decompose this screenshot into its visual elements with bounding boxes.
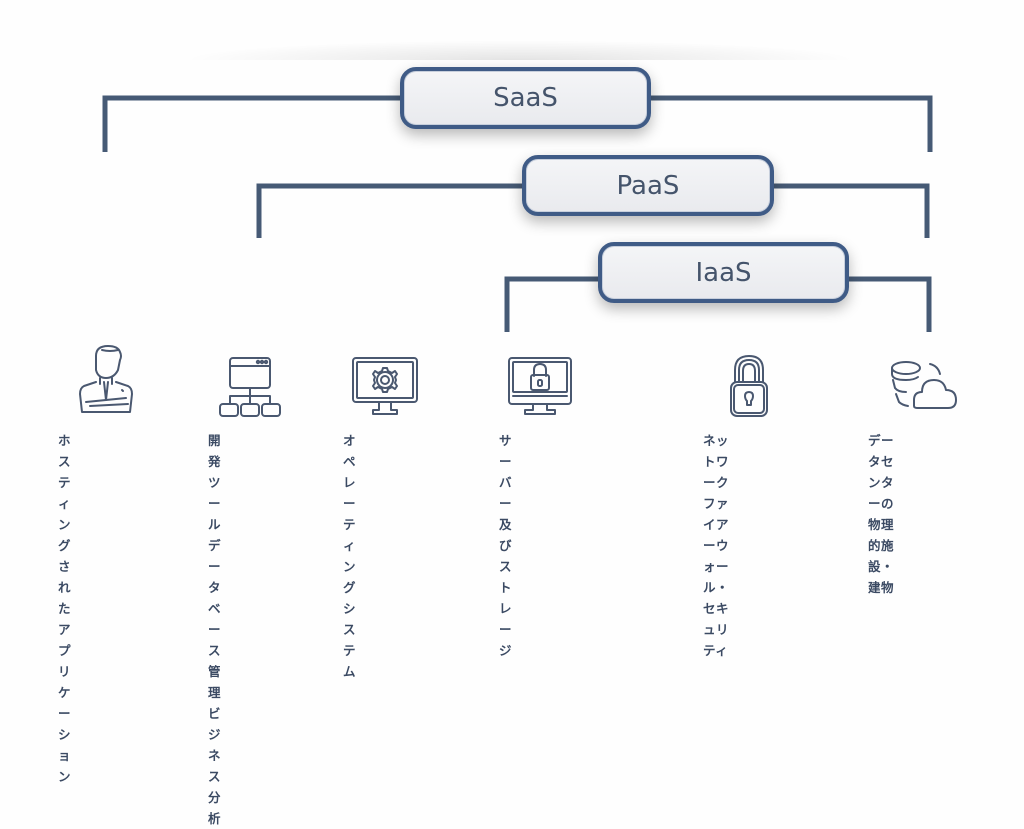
top-shadow [180,40,860,60]
iaas-bracket-left [504,276,598,332]
server-hierarchy-icon [210,342,290,422]
tier-iaas: IaaS [598,242,849,303]
item-label: ホスティングさ れたアプリケー ション [58,433,72,784]
paas-bracket-right [774,183,930,238]
tier-paas-label: PaaS [616,170,680,201]
item-label: サーバー及びス トレージ [499,433,513,658]
padlock-icon [709,342,789,422]
iaas-bracket-right [849,276,932,332]
tier-saas: SaaS [400,67,651,129]
database-cloud-icon [884,342,964,422]
tier-saas-label: SaaS [493,83,558,113]
item-label: データセンターの 物理的施設・建物 [868,433,895,595]
tier-paas: PaaS [522,155,774,216]
businessman-icon [66,342,146,422]
item-label: オペレーティン グシステム [343,433,357,679]
item-label: 開発ツール データベース管理 ビジネス分析 [208,433,222,826]
saas-bracket-right [651,95,933,152]
bracket-lines [102,95,933,332]
item-label: ネットワーク ファイアーウォー ル・セキュリティ [703,433,730,658]
paas-bracket-left [256,183,522,238]
tier-iaas-label: IaaS [695,257,752,288]
monitor-gear-icon [345,342,425,422]
saas-bracket-left [102,95,400,152]
monitor-lock-icon [499,342,579,422]
